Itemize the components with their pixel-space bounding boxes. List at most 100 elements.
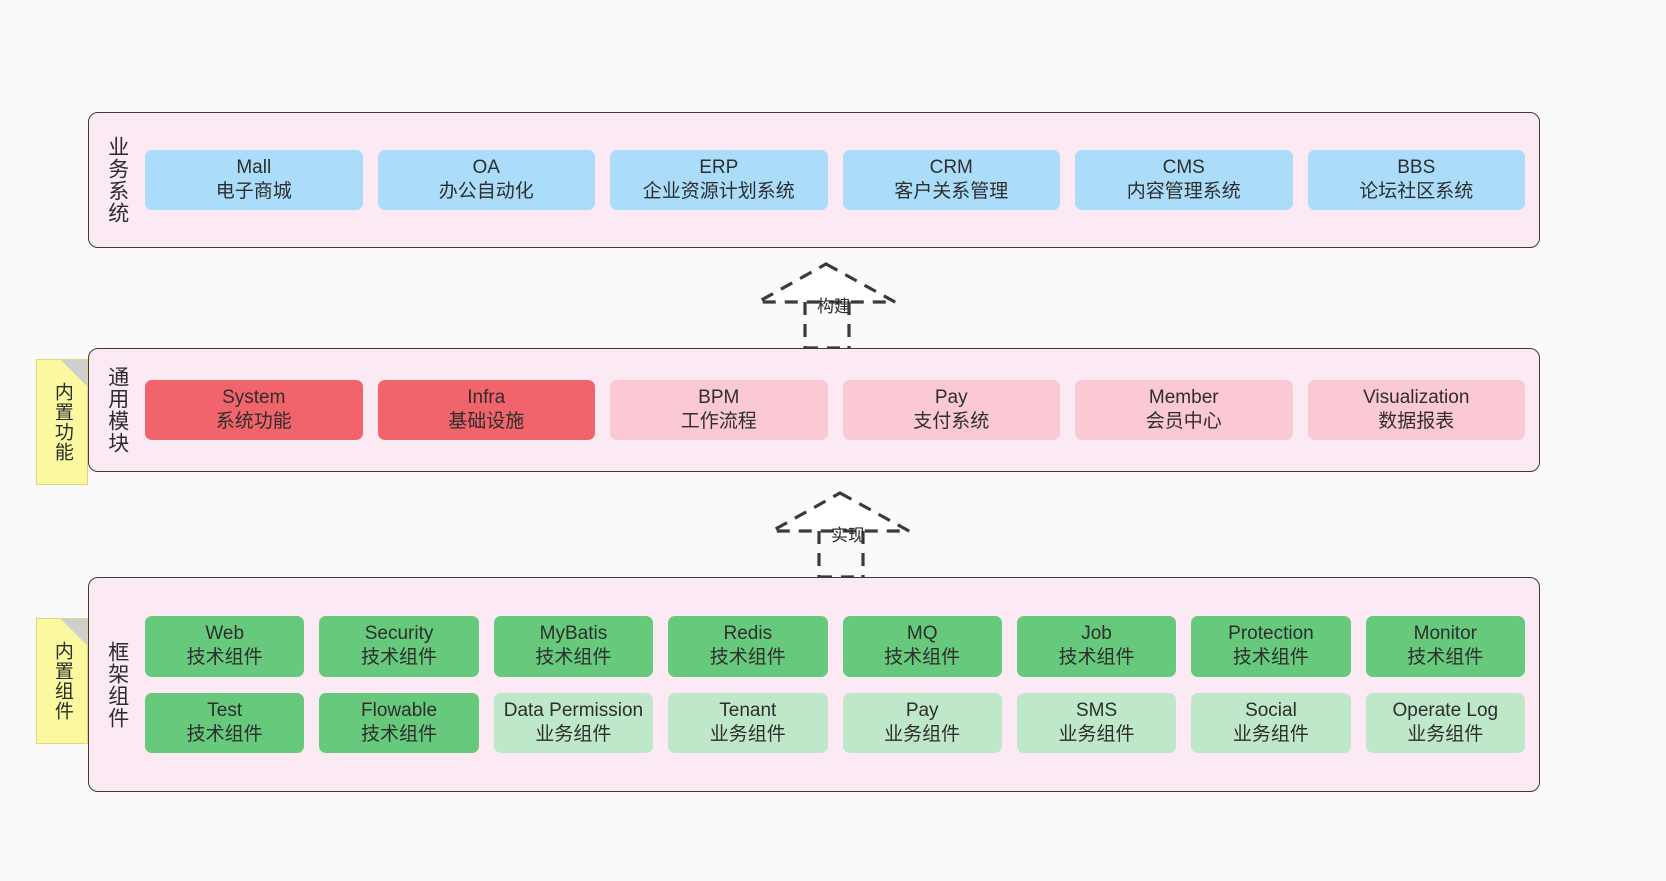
card-title: Tenant bbox=[719, 699, 777, 721]
card-sms[interactable]: SMS 业务组件 bbox=[1016, 692, 1177, 754]
connector-implement: 实现 bbox=[765, 487, 917, 579]
card-subtitle: 技术组件 bbox=[709, 647, 786, 669]
card-row: Test 技术组件 Flowable 技术组件 Data Permission … bbox=[145, 692, 1525, 754]
layer-body-business-system: Mall 电子商城 OA 办公自动化 ERP 企业资源计划系统 CRM 客户关系… bbox=[145, 113, 1539, 247]
card-title: SMS bbox=[1075, 699, 1118, 721]
card-subtitle: 技术组件 bbox=[1407, 647, 1484, 669]
card-erp[interactable]: ERP 企业资源计划系统 bbox=[610, 149, 828, 211]
card-title: Pay bbox=[905, 699, 939, 721]
card-system[interactable]: System 系统功能 bbox=[145, 379, 363, 441]
card-subtitle: 基础设施 bbox=[448, 411, 525, 432]
card-title: Redis bbox=[723, 622, 773, 644]
connector-build: 构建 bbox=[751, 258, 903, 350]
card-title: System bbox=[222, 386, 286, 408]
card-subtitle: 技术组件 bbox=[1232, 647, 1309, 669]
card-title: Social bbox=[1245, 699, 1297, 721]
card-title: Flowable bbox=[361, 699, 438, 721]
card-subtitle: 内容管理系统 bbox=[1126, 181, 1241, 202]
card-subtitle: 技术组件 bbox=[535, 647, 612, 669]
card-subtitle: 业务组件 bbox=[709, 723, 786, 745]
note-builtin-function: 内置功能 bbox=[36, 359, 88, 485]
card-title: OA bbox=[472, 156, 500, 178]
note-builtin-component: 内置组件 bbox=[36, 618, 88, 744]
card-title: Web bbox=[205, 622, 245, 644]
card-title: Infra bbox=[467, 386, 506, 408]
card-bpm[interactable]: BPM 工作流程 bbox=[610, 379, 828, 441]
layer-title-framework-component: 框架组件 bbox=[105, 640, 129, 729]
card-subtitle: 系统功能 bbox=[215, 411, 292, 432]
card-subtitle: 论坛社区系统 bbox=[1359, 181, 1474, 202]
card-row: Mall 电子商城 OA 办公自动化 ERP 企业资源计划系统 CRM 客户关系… bbox=[145, 149, 1525, 211]
connector-label-implement: 实现 bbox=[831, 526, 865, 545]
card-crm[interactable]: CRM 客户关系管理 bbox=[842, 149, 1060, 211]
card-mq[interactable]: MQ 技术组件 bbox=[842, 615, 1002, 677]
card-redis[interactable]: Redis 技术组件 bbox=[668, 615, 828, 677]
card-subtitle: 业务组件 bbox=[1058, 723, 1135, 745]
card-title: Monitor bbox=[1413, 622, 1477, 644]
card-subtitle: 业务组件 bbox=[1407, 723, 1484, 745]
card-subtitle: 工作流程 bbox=[680, 411, 757, 432]
card-subtitle: 业务组件 bbox=[1232, 723, 1309, 745]
card-member[interactable]: Member 会员中心 bbox=[1075, 379, 1293, 441]
card-subtitle: 企业资源计划系统 bbox=[642, 181, 795, 202]
card-title: Data Permission bbox=[503, 699, 644, 721]
card-visualization[interactable]: Visualization 数据报表 bbox=[1307, 379, 1525, 441]
card-security[interactable]: Security 技术组件 bbox=[319, 615, 479, 677]
card-subtitle: 技术组件 bbox=[361, 647, 438, 669]
card-web[interactable]: Web 技术组件 bbox=[145, 615, 305, 677]
card-title: Pay bbox=[934, 386, 968, 408]
card-mall[interactable]: Mall 电子商城 bbox=[145, 149, 363, 211]
card-title: BBS bbox=[1397, 156, 1436, 178]
card-subtitle: 业务组件 bbox=[535, 723, 612, 745]
layer-title-common-module: 通用模块 bbox=[105, 366, 129, 454]
card-subtitle: 数据报表 bbox=[1378, 411, 1455, 432]
layer-framework-component: 框架组件 Web 技术组件 Security 技术组件 MyBatis 技术组件… bbox=[88, 577, 1540, 792]
card-title: Member bbox=[1148, 386, 1219, 408]
card-title: CMS bbox=[1162, 156, 1205, 178]
card-operate-log[interactable]: Operate Log 业务组件 bbox=[1365, 692, 1525, 754]
card-bbs[interactable]: BBS 论坛社区系统 bbox=[1307, 149, 1525, 211]
card-test[interactable]: Test 技术组件 bbox=[145, 692, 305, 754]
layer-body-common-module: System 系统功能 Infra 基础设施 BPM 工作流程 Pay 支付系统… bbox=[145, 349, 1539, 471]
card-subtitle: 电子商城 bbox=[215, 181, 292, 202]
card-subtitle: 技术组件 bbox=[186, 723, 263, 745]
card-oa[interactable]: OA 办公自动化 bbox=[377, 149, 595, 211]
card-row: Web 技术组件 Security 技术组件 MyBatis 技术组件 Redi… bbox=[145, 615, 1525, 677]
card-cms[interactable]: CMS 内容管理系统 bbox=[1075, 149, 1293, 211]
card-data-permission[interactable]: Data Permission 业务组件 bbox=[493, 692, 654, 754]
card-title: CRM bbox=[929, 156, 973, 178]
layer-common-module: 通用模块 System 系统功能 Infra 基础设施 BPM 工作流程 Pay… bbox=[88, 348, 1540, 472]
card-tenant[interactable]: Tenant 业务组件 bbox=[668, 692, 828, 754]
card-title: Mall bbox=[236, 156, 272, 178]
card-title: Operate Log bbox=[1392, 699, 1499, 721]
card-subtitle: 支付系统 bbox=[913, 411, 990, 432]
card-title: Protection bbox=[1228, 622, 1314, 644]
note-fold-corner-icon bbox=[61, 360, 87, 386]
card-mybatis[interactable]: MyBatis 技术组件 bbox=[493, 615, 654, 677]
card-subtitle: 技术组件 bbox=[1058, 647, 1135, 669]
note-label: 内置功能 bbox=[51, 382, 73, 462]
layer-body-framework-component: Web 技术组件 Security 技术组件 MyBatis 技术组件 Redi… bbox=[145, 578, 1539, 791]
card-title: BPM bbox=[698, 386, 740, 408]
card-subtitle: 技术组件 bbox=[884, 647, 961, 669]
card-flowable[interactable]: Flowable 技术组件 bbox=[319, 692, 479, 754]
card-pay[interactable]: Pay 支付系统 bbox=[842, 379, 1060, 441]
card-subtitle: 客户关系管理 bbox=[894, 181, 1009, 202]
card-title: MQ bbox=[906, 622, 938, 644]
card-social[interactable]: Social 业务组件 bbox=[1191, 692, 1351, 754]
card-title: Job bbox=[1081, 622, 1112, 644]
card-protection[interactable]: Protection 技术组件 bbox=[1191, 615, 1351, 677]
card-subtitle: 办公自动化 bbox=[438, 181, 534, 202]
card-pay-business[interactable]: Pay 业务组件 bbox=[842, 692, 1002, 754]
card-monitor[interactable]: Monitor 技术组件 bbox=[1365, 615, 1525, 677]
card-title: ERP bbox=[699, 156, 739, 178]
card-infra[interactable]: Infra 基础设施 bbox=[377, 379, 595, 441]
card-title: MyBatis bbox=[539, 622, 608, 644]
card-job[interactable]: Job 技术组件 bbox=[1016, 615, 1177, 677]
note-label: 内置组件 bbox=[51, 641, 73, 721]
card-title: Security bbox=[364, 622, 434, 644]
layer-business-system: 业务系统 Mall 电子商城 OA 办公自动化 ERP 企业资源计划系统 CRM… bbox=[88, 112, 1540, 248]
card-title: Visualization bbox=[1363, 386, 1470, 408]
layer-title-business-system: 业务系统 bbox=[105, 136, 129, 224]
